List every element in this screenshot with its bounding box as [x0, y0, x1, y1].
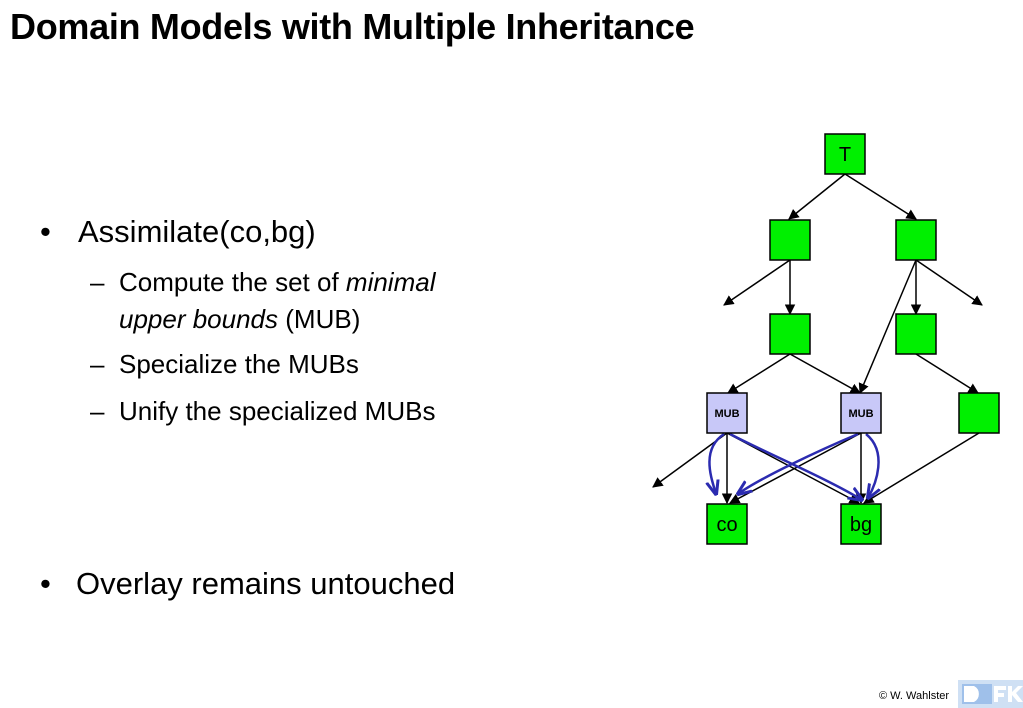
edge: [844, 173, 917, 220]
edge: [788, 173, 846, 220]
edge: [915, 259, 983, 306]
mub-node-right: MUB: [840, 392, 882, 434]
subitem-emphasis: minimal: [345, 267, 436, 297]
top-node: T: [824, 133, 866, 175]
bullet-text: Assimilate(co,bg): [78, 214, 316, 249]
concept-node: [769, 313, 811, 355]
subitem-text: Unify the specialized MUBs: [119, 396, 436, 426]
bullet-dot: •: [40, 214, 51, 249]
leaf-node-bg: bg: [840, 503, 882, 545]
concept-node: [769, 219, 811, 261]
concept-node: [958, 392, 1000, 434]
edge: [858, 259, 917, 394]
edge: [727, 353, 791, 394]
mub-label: MUB: [714, 408, 739, 420]
subitem-text: Specialize the MUBs: [119, 349, 359, 379]
subitem-emphasis-line2: upper bounds: [119, 304, 279, 334]
subitem-text: Compute the set of: [119, 267, 346, 297]
leaf-label-co: co: [716, 514, 737, 536]
mub-label: MUB: [848, 408, 873, 420]
dfki-logo: [958, 680, 1023, 708]
specialization-arrows: [709, 432, 879, 500]
specialize-arrow: [865, 433, 879, 498]
bullet-dot: •: [40, 566, 51, 601]
specialize-arrow: [729, 432, 862, 500]
concept-node: [895, 219, 937, 261]
edge: [723, 259, 791, 306]
dash-marker: –: [90, 396, 105, 426]
concept-node: [895, 313, 937, 355]
leaf-label-bg: bg: [850, 514, 872, 536]
bullet-text: Overlay remains untouched: [76, 566, 456, 601]
top-node-label: T: [839, 144, 851, 166]
specialize-arrow: [709, 432, 725, 494]
mub-node-left: MUB: [706, 392, 748, 434]
leaf-node-co: co: [706, 503, 748, 545]
subitem-text-line2: (MUB): [278, 304, 361, 334]
page-title: Domain Models with Multiple Inheritance: [10, 6, 695, 47]
dash-marker: –: [90, 349, 105, 379]
dash-marker: –: [90, 267, 105, 297]
specialize-arrow: [738, 432, 859, 494]
edge: [915, 353, 979, 394]
edge: [789, 353, 861, 394]
copyright-credit: © W. Wahlster: [879, 690, 950, 702]
edge: [863, 432, 980, 504]
